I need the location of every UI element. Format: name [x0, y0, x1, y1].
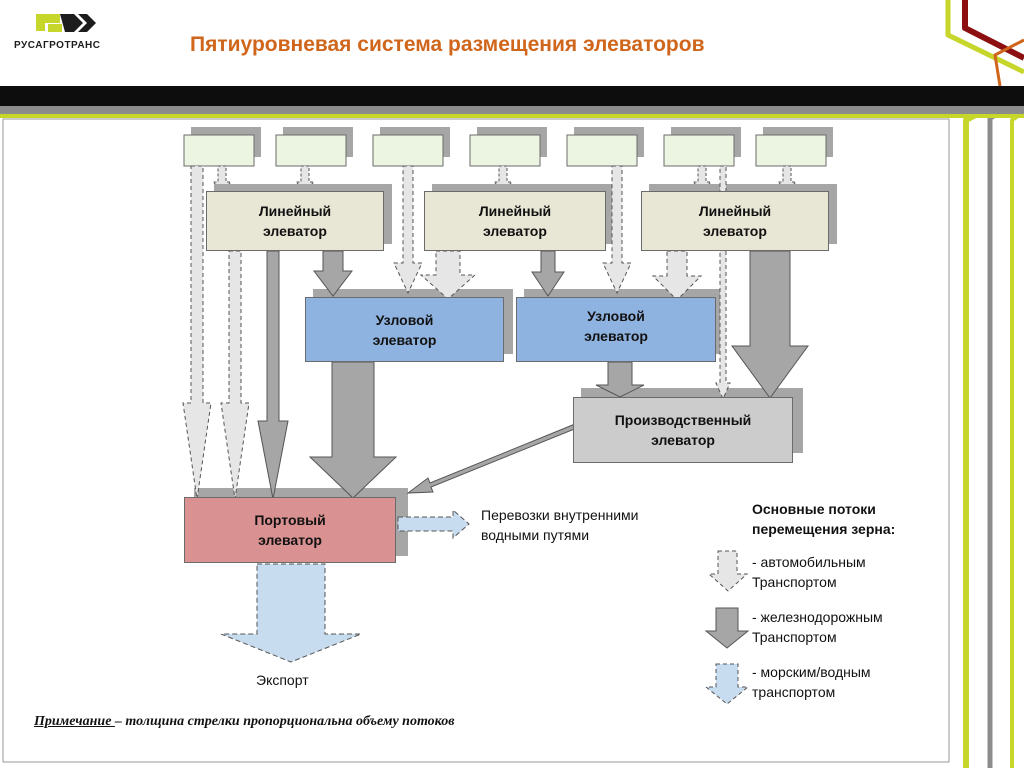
production-elevator: Производственный элеватор	[573, 397, 793, 463]
content-frame	[2, 118, 950, 763]
linear-elevator-1: Линейный элеватор	[206, 191, 384, 251]
legend-item-rail: - железнодорожным Транспортом	[752, 609, 883, 645]
header-band-black	[0, 86, 1024, 106]
nodal-elevator-2: Узловой элеватор	[516, 297, 716, 362]
footnote-label: Примечание	[34, 714, 115, 729]
legend-item-road: - автомобильным Транспортом	[752, 554, 866, 590]
rail-arrows	[257, 250, 809, 500]
linear-elevator-3: Линейный элеватор	[641, 191, 829, 251]
logo-icon	[36, 14, 96, 32]
road-transport-arrow-icon	[707, 550, 749, 592]
header-band-gray	[0, 106, 1024, 114]
nodal-elevator-1: Узловой элеватор	[305, 297, 504, 362]
water-transport-arrow-icon	[704, 663, 750, 705]
source-boxes	[183, 127, 833, 167]
production-to-port-arrow	[406, 423, 578, 494]
road-arrows-long	[182, 165, 250, 500]
page-title: Пятиуровневая система размещения элевато…	[190, 33, 705, 56]
logo-text: РУСАГРОТРАНС	[14, 40, 101, 51]
port-elevator: Портовый элеватор	[184, 497, 396, 563]
legend-title: Основные потоки перемещения зерна:	[752, 501, 896, 537]
legend-item-water: - морским/водным транспортом	[752, 664, 871, 700]
footnote-text: – толщина стрелки пропорциональна объему…	[114, 714, 455, 729]
waterway-label: Перевозки внутренними водными путями	[481, 507, 639, 543]
rail-transport-arrow-icon	[704, 607, 750, 649]
linear-elevator-2: Линейный элеватор	[424, 191, 606, 251]
header-band-yellow	[0, 114, 1024, 118]
footnote: Примечание – толщина стрелки пропорциона…	[34, 714, 454, 730]
export-label: Экспорт	[256, 672, 309, 688]
water-arrows	[220, 508, 470, 663]
